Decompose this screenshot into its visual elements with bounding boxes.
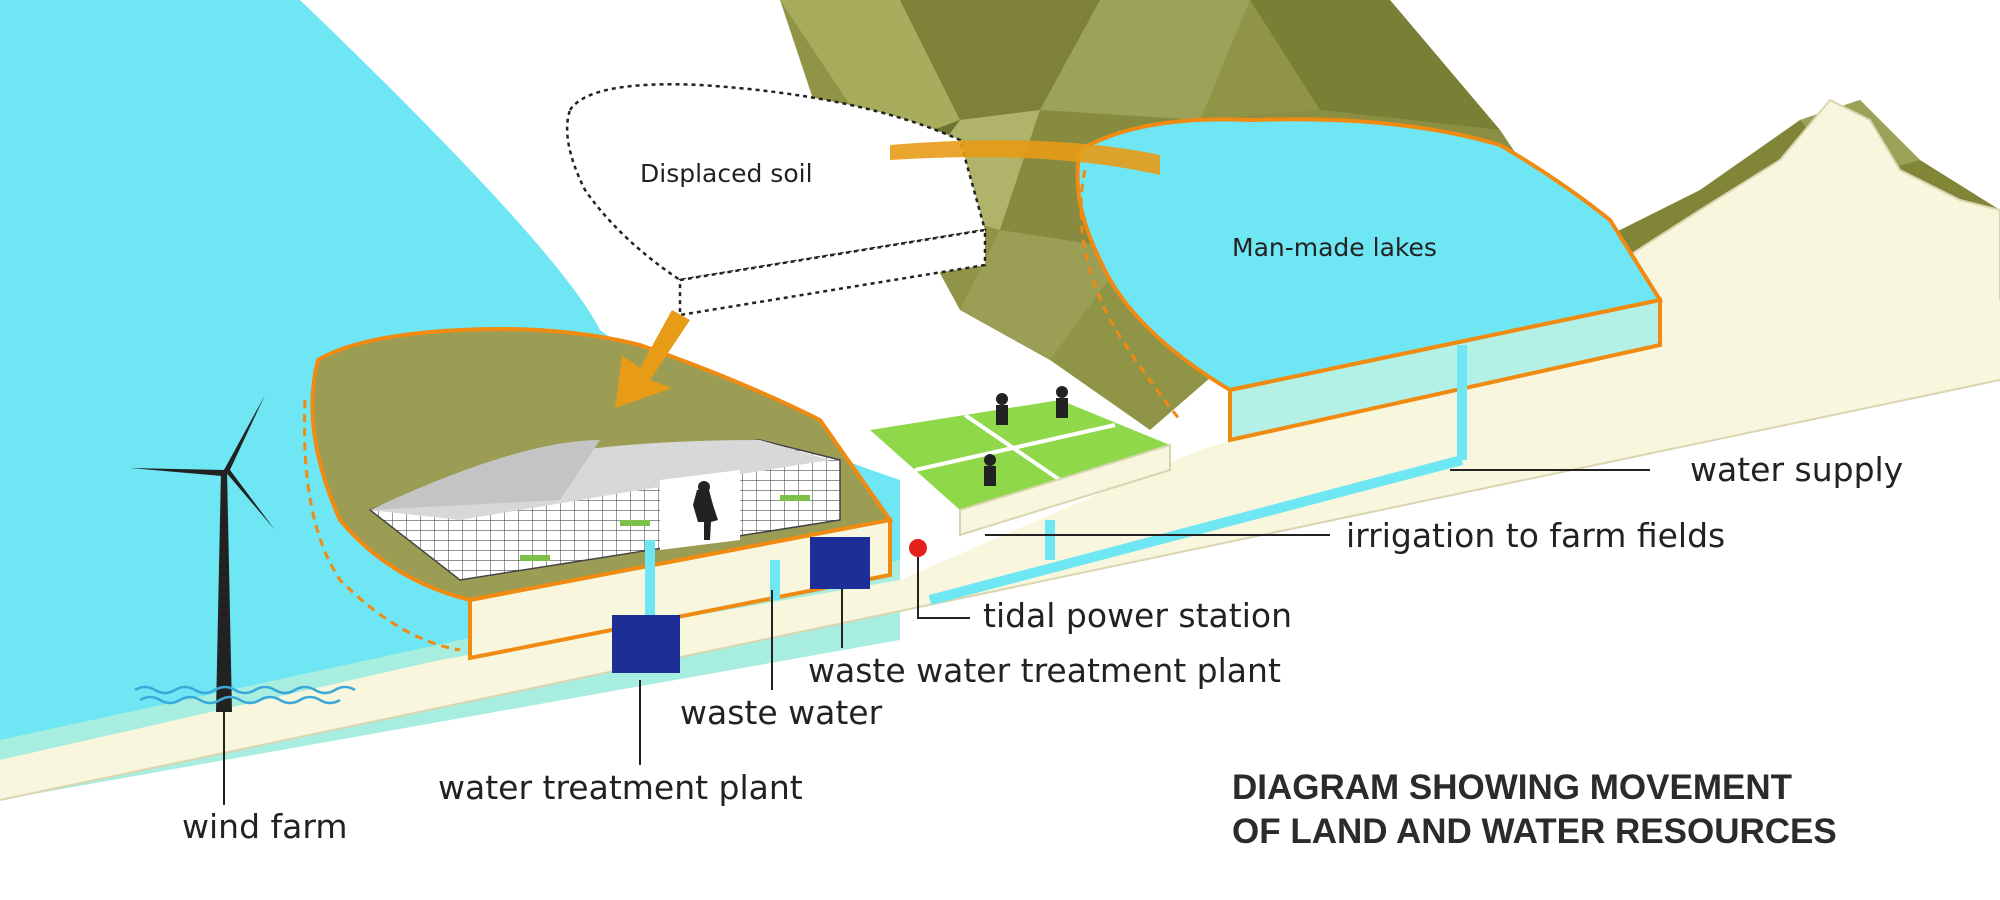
leader-lines xyxy=(223,469,1650,805)
displaced-soil-label: Displaced soil xyxy=(640,159,813,188)
irrigation-label: irrigation to farm fields xyxy=(1346,516,1725,555)
water-treatment-plant xyxy=(612,615,680,673)
waste-water-label: waste water xyxy=(680,693,883,732)
tidal-power-station xyxy=(909,539,927,557)
wind-farm-label: wind farm xyxy=(182,807,347,846)
water-treatment-plant-label: water treatment plant xyxy=(438,768,803,807)
displaced-soil xyxy=(565,83,987,317)
man-made-lakes xyxy=(1075,117,1664,443)
arrow-soil-to-island xyxy=(615,310,690,408)
man-made-lakes-label: Man-made lakes xyxy=(1232,233,1437,262)
farm-fields xyxy=(870,386,1171,537)
ground-section xyxy=(0,300,2000,800)
water-supply-label: water supply xyxy=(1690,450,1903,489)
arrow-lake-to-soil xyxy=(890,140,1160,175)
wind-turbine xyxy=(130,395,275,712)
diagram-title-line-2: OF LAND AND WATER RESOURCES xyxy=(1232,812,1837,851)
tidal-power-station-label: tidal power station xyxy=(983,596,1292,635)
waste-water-treatment-plant xyxy=(810,537,870,589)
wave-lines xyxy=(134,685,356,705)
diagram-title-line-1: DIAGRAM SHOWING MOVEMENT xyxy=(1232,768,1792,807)
waste-water-treatment-plant-label: waste water treatment plant xyxy=(808,651,1281,690)
building xyxy=(368,439,841,581)
water-pipes xyxy=(645,345,1467,620)
